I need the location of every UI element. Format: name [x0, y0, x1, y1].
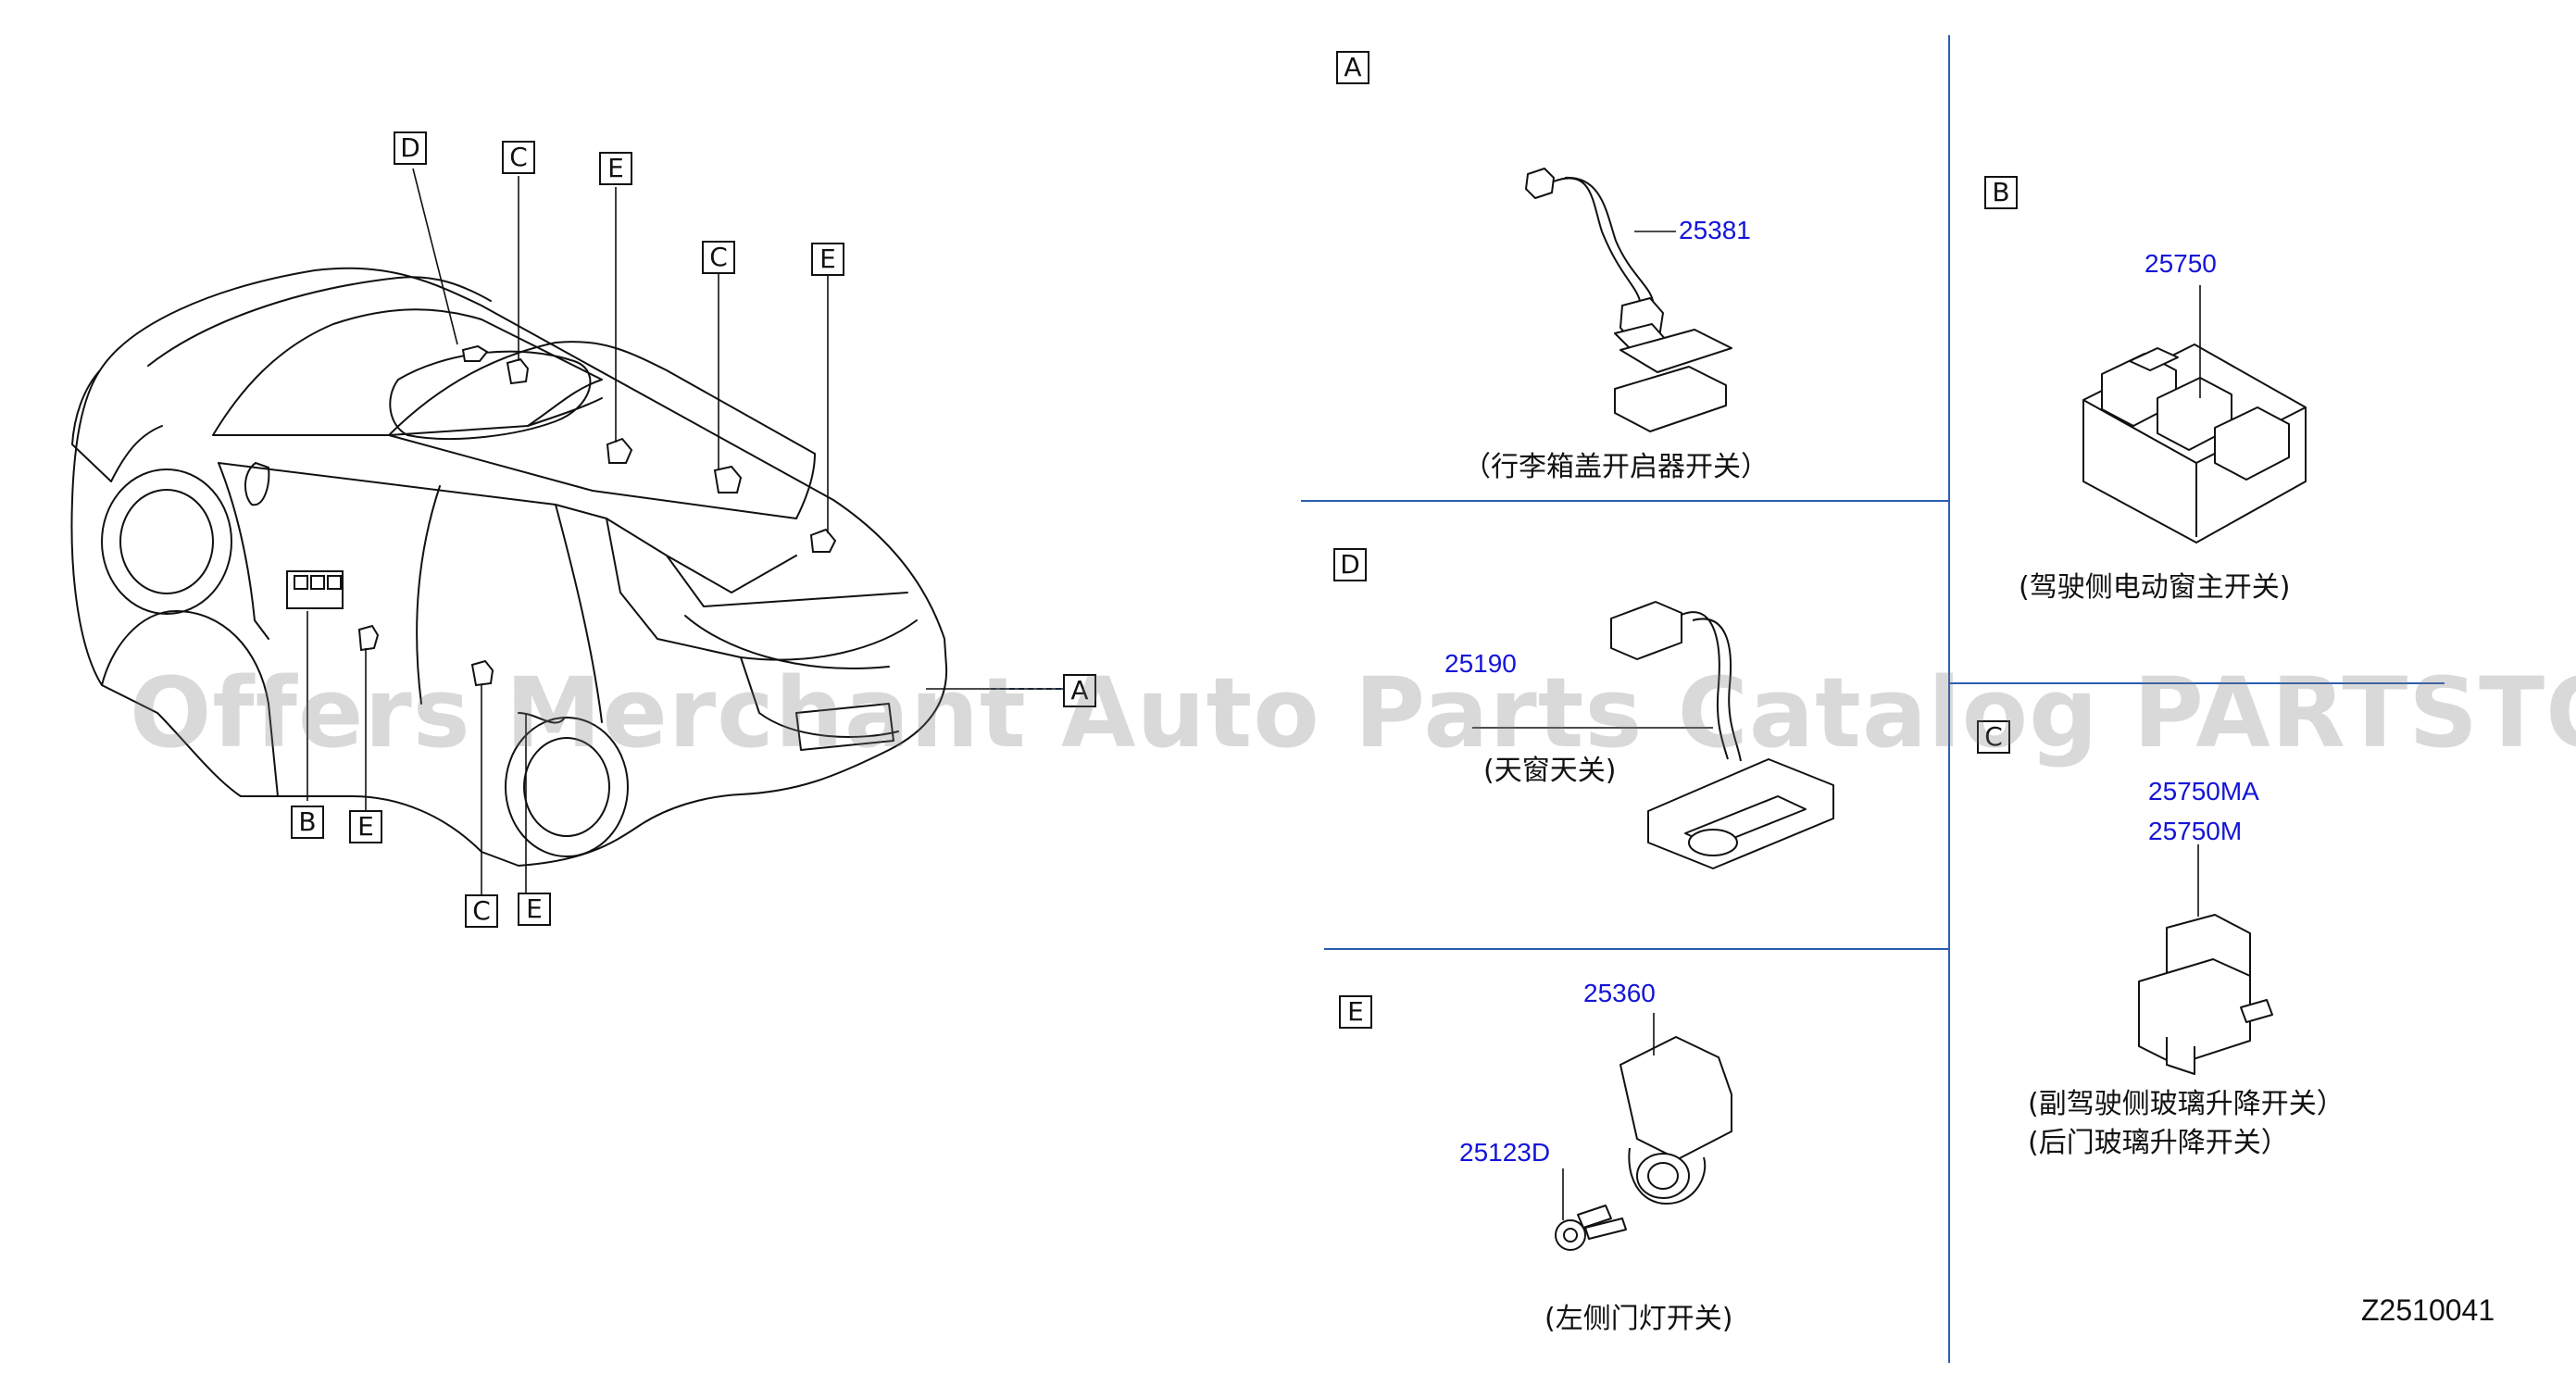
- part-number-25381[interactable]: 25381: [1679, 216, 1751, 244]
- caption-trunk-opener: （行李箱盖开启器开关）: [1463, 451, 1769, 483]
- part-number-25190[interactable]: 25190: [1444, 649, 1517, 678]
- master-window-switch-drawing: [2082, 344, 2307, 543]
- callout-a-car: A: [1063, 674, 1096, 707]
- door-lamp-switch-drawing: [1555, 1036, 1732, 1251]
- part-number-25750[interactable]: 25750: [2145, 249, 2217, 278]
- callout-d-car: D: [394, 131, 427, 165]
- callout-c-car: C: [502, 141, 535, 174]
- trunk-opener-switch-drawing: [1525, 168, 1732, 432]
- callout-c-car: C: [702, 241, 735, 274]
- section-label-a: A: [1336, 51, 1369, 84]
- car-callout-leaders: [306, 168, 1065, 894]
- window-switch-drawing: [2138, 914, 2273, 1075]
- callout-b-car: B: [291, 806, 324, 839]
- car-illustration: [70, 267, 948, 867]
- section-label-c: C: [1977, 720, 2010, 754]
- callout-c-car: C: [465, 894, 498, 928]
- sunroof-switch-drawing: [1610, 601, 1834, 869]
- caption-sunroof-switch: (天窗天关): [1483, 755, 1617, 787]
- part-number-25360[interactable]: 25360: [1583, 979, 1656, 1007]
- caption-door-lamp-switch: (左侧门灯开关): [1544, 1303, 1733, 1335]
- part-number-25123d[interactable]: 25123D: [1459, 1138, 1551, 1167]
- section-label-b: B: [1984, 176, 2018, 209]
- leader-e: [1562, 1013, 1655, 1220]
- callout-e-car: E: [599, 152, 632, 185]
- part-number-25750ma[interactable]: 25750MA: [2148, 777, 2259, 806]
- section-label-d: D: [1333, 548, 1367, 581]
- caption-rear-window-switch: (后门玻璃升降开关）: [2028, 1127, 2289, 1159]
- section-label-e: E: [1339, 995, 1372, 1029]
- caption-master-window-switch: (驾驶侧电动窗主开关): [2019, 571, 2291, 604]
- caption-passenger-window-switch: (副驾驶侧玻璃升降开关）: [2028, 1088, 2345, 1120]
- part-number-25750m[interactable]: 25750M: [2148, 817, 2243, 845]
- callout-e-car: E: [518, 893, 551, 926]
- callout-e-car: E: [811, 243, 844, 276]
- car-switch-icons: [286, 344, 837, 687]
- callout-e-car: E: [349, 810, 382, 843]
- diagram-code: Z2510041: [2361, 1293, 2495, 1327]
